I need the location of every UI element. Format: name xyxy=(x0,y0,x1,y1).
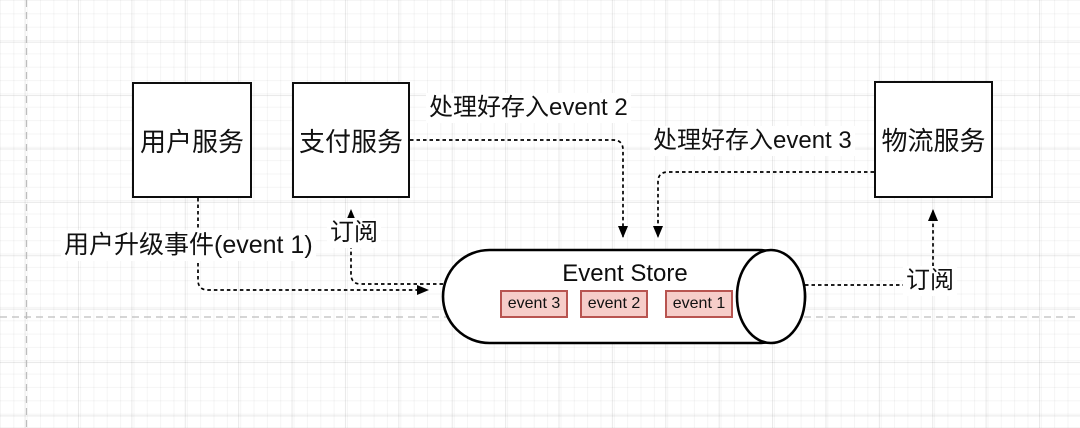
event-chip-1-label: event 1 xyxy=(672,295,726,312)
edge-label-subscribe-payment[interactable]: 订阅 xyxy=(327,218,381,248)
edge-label-store-event3[interactable]: 处理好存入event 3 xyxy=(650,126,855,156)
node-logistics-service[interactable]: 物流服务 xyxy=(874,81,993,198)
edge-logistics-to-store[interactable] xyxy=(653,171,874,238)
node-user-service-label: 用户服务 xyxy=(139,126,244,157)
cylinder-cap-ellipse xyxy=(735,248,807,345)
node-payment-service[interactable]: 支付服务 xyxy=(292,82,410,198)
event-chip-2[interactable]: event 2 xyxy=(580,290,648,318)
edge-label-user-upgrade-event[interactable]: 用户升级事件(event 1) xyxy=(61,230,316,261)
event-store-title: Event Store xyxy=(562,260,688,287)
node-user-service[interactable]: 用户服务 xyxy=(132,82,252,198)
edge-store-to-payment-subscribe[interactable] xyxy=(346,209,443,285)
event-chip-3-label: event 3 xyxy=(507,295,561,312)
edge-user-to-store[interactable] xyxy=(197,198,429,295)
edge-label-subscribe-logistics[interactable]: 订阅 xyxy=(903,266,957,296)
event-chip-3[interactable]: event 3 xyxy=(500,290,568,318)
edge-label-store-event2[interactable]: 处理好存入event 2 xyxy=(426,93,631,123)
edge-payment-to-store[interactable] xyxy=(410,139,628,238)
event-chip-1[interactable]: event 1 xyxy=(665,290,733,318)
event-chip-2-label: event 2 xyxy=(587,295,641,312)
node-logistics-service-label: 物流服务 xyxy=(881,126,986,156)
node-payment-service-label: 支付服务 xyxy=(298,126,403,157)
